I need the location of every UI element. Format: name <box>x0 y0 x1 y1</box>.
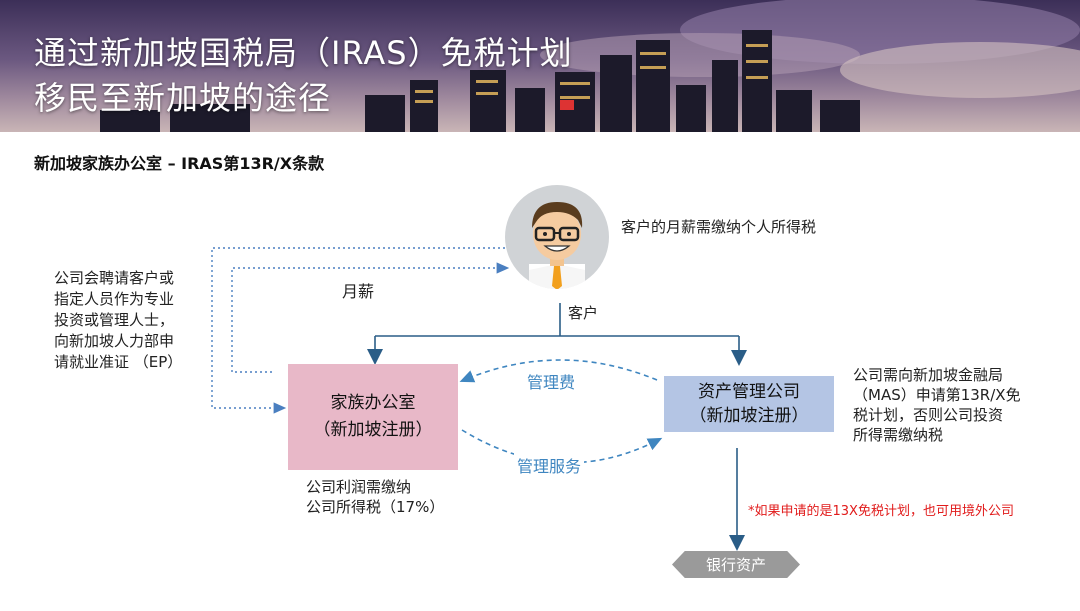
dotted-line-inner <box>231 262 510 373</box>
family-office-tax-note: 公司利润需缴纳 公司所得税（17%） <box>306 478 445 516</box>
mgmt-fee-label: 管理费 <box>524 369 579 393</box>
asset-mgmt-box: 资产管理公司 （新加坡注册） <box>664 376 834 432</box>
salary-label: 月薪 <box>342 282 375 301</box>
mgmt-service-label: 管理服务 <box>514 453 585 477</box>
client-avatar-icon <box>505 185 609 289</box>
banner-title-line2: 移民至新加坡的途径 <box>34 79 332 117</box>
asset-mgmt-note: 公司需向新加坡金融局 （MAS）申请第13R/X免 税计划，否则公司投资 所得需… <box>853 366 1021 444</box>
client-label: 客户 <box>568 304 599 322</box>
banner-title-line1: 通过新加坡国税局（IRAS）免税计划 <box>34 34 573 72</box>
red-footnote: *如果申请的是13X免税计划，也可用境外公司 <box>748 504 1014 519</box>
left-note: 公司会聘请客户或 指定人员作为专业 投资或管理人士， 向新加坡人力部申 请就业准… <box>54 269 183 371</box>
client-tax-note: 客户的月薪需缴纳个人所得税 <box>621 218 817 236</box>
bank-assets-box: 银行资产 <box>672 551 800 578</box>
header-banner: 通过新加坡国税局（IRAS）免税计划 移民至新加坡的途径 <box>0 0 1080 132</box>
mgmt-fee-arrow <box>459 359 658 383</box>
family-office-box: 家族办公室 （新加坡注册） <box>288 364 458 470</box>
section-subtitle: 新加坡家族办公室 – IRAS第13R/X条款 <box>34 154 325 173</box>
mgmt-service-arrow <box>461 429 663 464</box>
dotted-line-outer <box>211 247 505 414</box>
city-skyline-image <box>100 0 1080 132</box>
